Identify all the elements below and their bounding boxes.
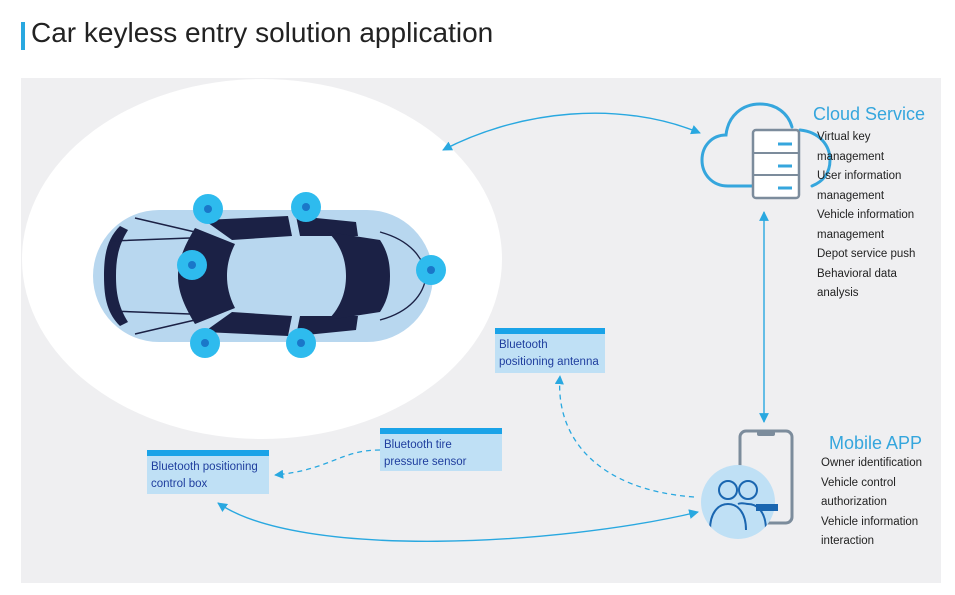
mobile-app-heading: Mobile APP	[829, 433, 923, 453]
list-item: Depot service push	[817, 248, 916, 260]
mobile-app-icon	[701, 429, 794, 539]
list-item: Vehicle control	[821, 476, 896, 489]
mobile-controlbox-arrow	[217, 502, 699, 542]
list-item: management	[817, 150, 885, 163]
car-icon	[93, 210, 433, 342]
cloud-service-heading: Cloud Service	[813, 104, 926, 124]
list-item: interaction	[821, 535, 875, 547]
list-item: Virtual key	[817, 131, 871, 143]
list-item: Vehicle information	[817, 209, 915, 221]
list-item: authorization	[821, 496, 887, 508]
list-item: analysis	[817, 287, 859, 299]
mobile-app-list: Owner identification Vehicle control aut…	[821, 454, 922, 552]
cloud-service-list: Virtual key management User information …	[817, 128, 915, 304]
bluetooth-control-box: Bluetooth positioning control box	[147, 450, 269, 494]
cloud-server-icon	[700, 102, 832, 200]
tire-controlbox-dashed-arrow	[274, 449, 381, 479]
list-item: Behavioral data	[817, 267, 897, 280]
mobile-antenna-dashed-arrow	[554, 375, 695, 498]
list-item: management	[817, 228, 885, 241]
car-sensor-nodes	[177, 192, 446, 358]
list-item: Vehicle information	[821, 515, 919, 528]
page-title: Car keyless entry solution application	[31, 17, 494, 48]
bluetooth-tire-sensor-box: Bluetooth tire pressure sensor	[380, 428, 502, 471]
list-item: management	[817, 189, 885, 202]
list-item: Owner identification	[821, 457, 922, 469]
bluetooth-antenna-box: Bluetooth positioning antenna	[495, 328, 605, 373]
list-item: User information	[817, 170, 902, 182]
cloud-car-arrow	[442, 112, 701, 151]
title-accent-bar	[21, 22, 25, 50]
